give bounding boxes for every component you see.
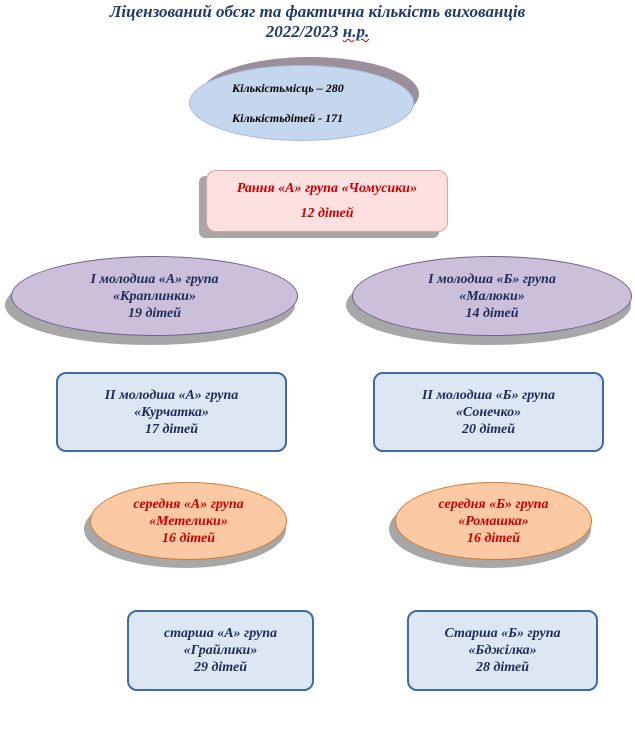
junior2-group-a: ІІ молодша «А» група «Курчатка» 17 дітей xyxy=(56,372,287,452)
group-count: 14 дітей xyxy=(465,305,519,321)
group-count: 16 дітей xyxy=(161,530,216,546)
group-count: 17 дітей xyxy=(144,421,199,437)
senior-group-b: Старша «Б» група «Бджілка» 28 дітей xyxy=(407,610,598,691)
group-name: старша «А» група xyxy=(163,626,278,641)
school-year-abbrev: н.р. xyxy=(342,22,370,41)
group-name: Старша «Б» група xyxy=(444,626,561,641)
group-name: середня «Б» група xyxy=(438,496,549,512)
group-nickname: «Метелики» xyxy=(149,513,228,529)
group-nickname: «Грайлики» xyxy=(183,643,258,658)
group-name: Рання «А» група «Чомусики» xyxy=(236,181,418,196)
group-count: 29 дітей xyxy=(193,660,248,675)
early-group-a: Рання «А» група «Чомусики» 12 дітей xyxy=(206,170,448,232)
group-nickname: «Краплинки» xyxy=(113,288,196,304)
junior2-group-b: ІІ молодша «Б» група «Сонечко» 20 дітей xyxy=(373,372,604,452)
capacity-node: Кількістьмісць – 280 Кількістьдітей - 17… xyxy=(189,65,414,141)
group-nickname: «Курчатка» xyxy=(134,404,209,420)
group-count: 20 дітей xyxy=(461,421,516,437)
group-count: 19 дітей xyxy=(127,305,182,321)
junior1-group-b: І молодша «Б» група «Малюки» 14 дітей xyxy=(352,256,632,336)
group-name: ІІ молодша «Б» група xyxy=(421,387,556,403)
school-year: 2022/2023 xyxy=(265,22,343,41)
group-nickname: «Бджілка» xyxy=(468,643,537,658)
group-count: 16 дітей xyxy=(466,530,521,546)
group-count: 12 дітей xyxy=(300,206,354,221)
group-name: середня «А» група xyxy=(133,496,244,512)
senior-group-a: старша «А» група «Грайлики» 29 дітей xyxy=(127,610,314,691)
group-name: ІІ молодша «А» група xyxy=(104,387,239,403)
page-subtitle: 2022/2023 н.р. xyxy=(0,22,635,42)
junior1-group-a: І молодша «А» група «Краплинки» 19 дітей xyxy=(11,256,298,336)
group-name: І молодша «Б» група xyxy=(428,271,556,287)
group-count: 28 дітей xyxy=(475,660,530,675)
middle-group-b: середня «Б» група «Ромашка» 16 дітей xyxy=(395,482,592,560)
page-title: Ліцензований обсяг та фактична кількість… xyxy=(109,2,526,21)
group-nickname: «Малюки» xyxy=(459,288,525,304)
capacity-places: Кількістьмісць – 280 xyxy=(232,81,344,95)
middle-group-a: середня «А» група «Метелики» 16 дітей xyxy=(90,482,287,560)
group-name: І молодша «А» група xyxy=(90,271,219,287)
capacity-children: Кількістьдітей - 171 xyxy=(232,111,344,125)
group-nickname: «Ромашка» xyxy=(458,513,529,529)
group-nickname: «Сонечко» xyxy=(455,404,522,420)
